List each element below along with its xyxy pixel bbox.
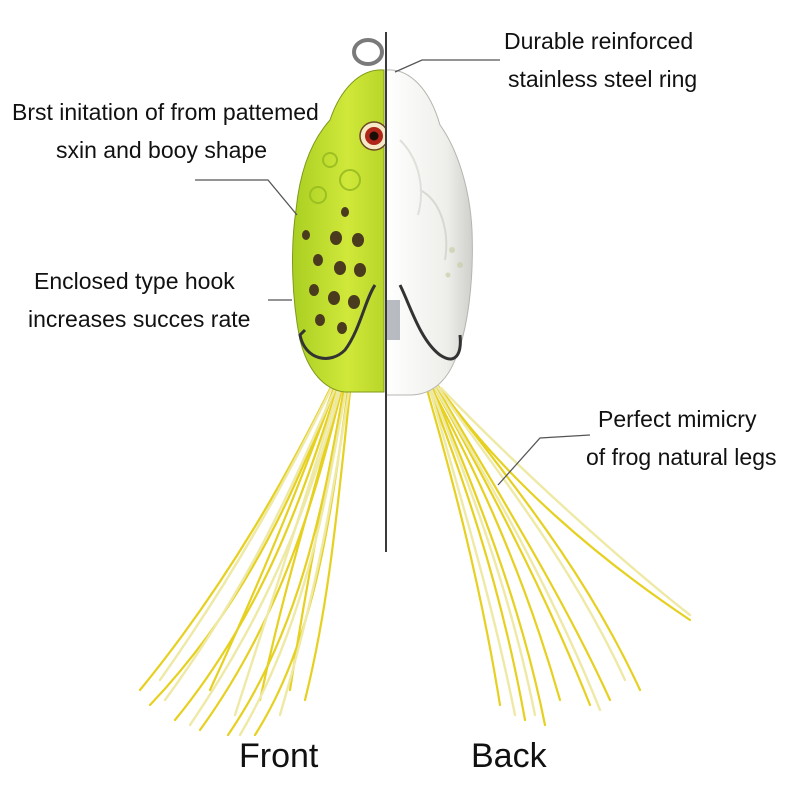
callout-skin-line2: sxin and booy shape — [56, 137, 267, 163]
front-label: Front — [239, 737, 319, 775]
back-label: Back — [471, 737, 547, 775]
callout-line-legs — [497, 434, 591, 486]
front-legs-skirt — [138, 383, 352, 737]
callout-hook: Enclosed type hook increases succes rate — [28, 262, 250, 338]
steel-ring — [352, 38, 384, 66]
back-frog-body — [385, 69, 473, 396]
callout-skin: Brst initation of from pattemed sxin and… — [12, 93, 342, 169]
back-legs-skirt — [424, 383, 692, 727]
callout-hook-line2: increases succes rate — [28, 306, 251, 332]
callout-hook-line1: Enclosed type hook — [34, 268, 235, 294]
front-frog-body — [292, 69, 389, 393]
callout-legs: Perfect mimicry of frog natural legs — [586, 400, 777, 476]
callout-ring-line1: Durable reinforced — [504, 28, 694, 54]
callout-legs-line1: Perfect mimicry — [598, 406, 757, 432]
callout-legs-line2: of frog natural legs — [586, 444, 777, 470]
callout-ring: Durable reinforced stainless steel ring — [504, 22, 697, 98]
callout-skin-line1: Brst initation of from pattemed — [12, 99, 319, 125]
callout-line-ring — [394, 59, 500, 73]
callout-line-skin — [195, 179, 298, 216]
callout-lines — [195, 59, 591, 486]
callout-ring-line2: stainless steel ring — [508, 66, 698, 92]
